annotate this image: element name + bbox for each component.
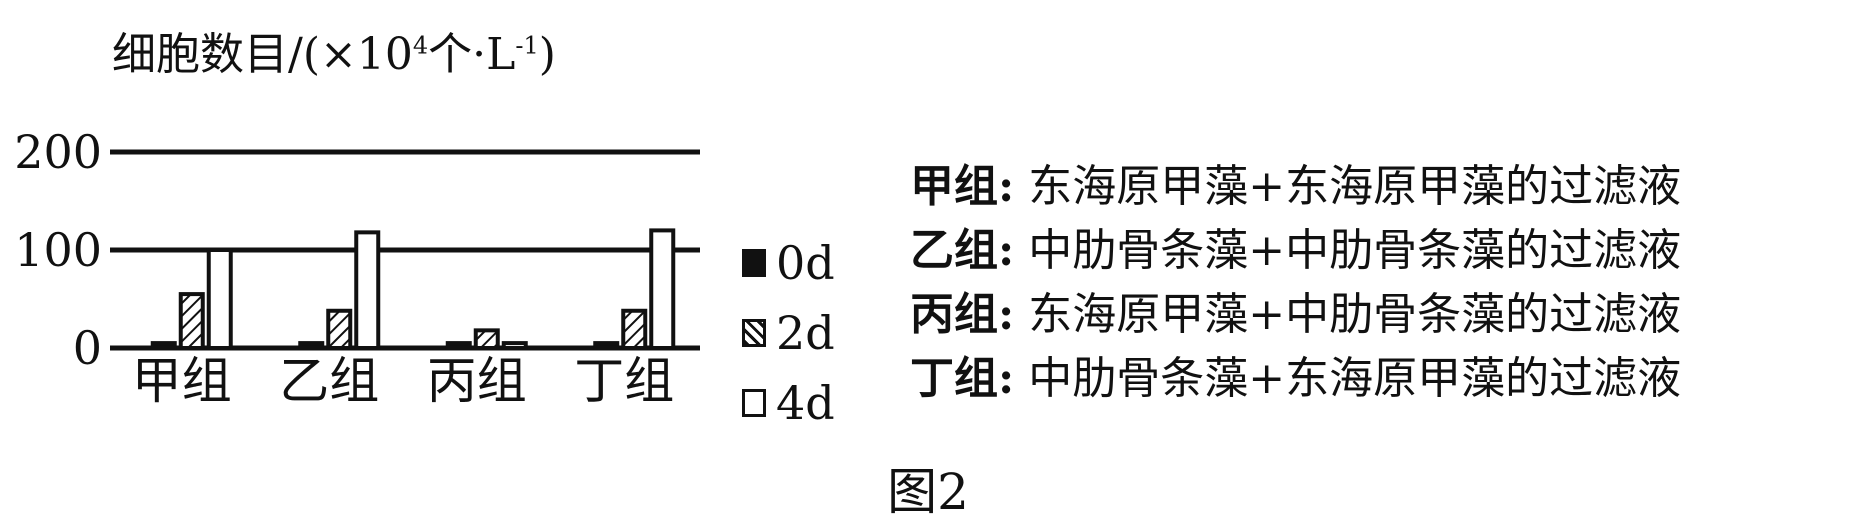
y-axis-label: 细胞数目/(×104个·L-1)	[112, 18, 556, 82]
y-tick-labels: 0 100 200	[14, 125, 102, 375]
y-axis-label-unit-exponent: -1	[515, 31, 539, 60]
group-name: 乙组	[910, 225, 998, 276]
legend-swatch-hatched-icon	[742, 319, 766, 347]
legend-item-0d: 0d	[742, 228, 835, 298]
group-description-yi: 乙组: 中肋骨条藻+中肋骨条藻的过滤液	[910, 219, 1681, 283]
bar-2d-2	[473, 328, 500, 350]
bar-chart: 0 100 200 甲组乙组丙组丁组	[14, 125, 700, 410]
bars	[150, 228, 676, 351]
bar-0d-2	[445, 341, 472, 351]
y-tick-label: 0	[73, 321, 102, 375]
bar-4d-2	[501, 341, 528, 351]
category-label: 乙组	[279, 352, 379, 410]
category-label: 甲组	[132, 352, 232, 410]
y-axis-label-text: 细胞数目/(×10	[112, 29, 413, 80]
legend-swatch-solid-icon	[742, 249, 766, 277]
bar-4d-0	[206, 248, 233, 350]
group-text: 中肋骨条藻+东海原甲藻的过滤液	[1028, 353, 1682, 404]
legend-label-0d: 0d	[776, 236, 835, 290]
y-axis-label-close: )	[538, 29, 556, 80]
y-tick-label: 200	[14, 125, 102, 179]
y-axis-label-exponent: 4	[412, 31, 429, 60]
group-colon: :	[998, 161, 1015, 212]
group-description-ding: 丁组: 中肋骨条藻+东海原甲藻的过滤液	[910, 347, 1681, 411]
legend-label-2d: 2d	[776, 306, 835, 360]
group-text: 东海原甲藻+中肋骨条藻的过滤液	[1028, 289, 1682, 340]
group-name: 甲组	[910, 161, 998, 212]
legend-label-4d: 4d	[776, 376, 835, 430]
group-colon: :	[998, 353, 1015, 404]
category-label: 丙组	[427, 352, 527, 410]
bar-2d-1	[326, 308, 353, 351]
bar-2d-3	[621, 308, 648, 351]
figure-caption: 图2	[887, 463, 969, 521]
category-labels: 甲组乙组丙组丁组	[132, 352, 675, 410]
group-text: 中肋骨条藻+中肋骨条藻的过滤液	[1028, 225, 1682, 276]
y-tick-label: 100	[14, 223, 102, 277]
bar-0d-1	[298, 341, 325, 351]
category-label: 丁组	[574, 352, 674, 410]
legend-item-4d: 4d	[742, 368, 835, 438]
group-colon: :	[998, 225, 1015, 276]
group-name: 丙组	[910, 289, 998, 340]
group-text: 东海原甲藻+东海原甲藻的过滤液	[1028, 161, 1682, 212]
bar-4d-3	[649, 228, 676, 350]
legend-swatch-empty-icon	[742, 389, 766, 417]
y-axis-label-unit: 个·L	[428, 29, 516, 80]
group-descriptions: 甲组: 东海原甲藻+东海原甲藻的过滤液 乙组: 中肋骨条藻+中肋骨条藻的过滤液 …	[910, 155, 1681, 411]
group-colon: :	[998, 289, 1015, 340]
legend-item-2d: 2d	[742, 298, 835, 368]
group-name: 丁组	[910, 353, 998, 404]
bar-4d-1	[354, 230, 381, 350]
bar-0d-3	[593, 341, 620, 351]
bar-0d-0	[150, 341, 177, 351]
group-description-bing: 丙组: 东海原甲藻+中肋骨条藻的过滤液	[910, 283, 1681, 347]
bar-2d-0	[178, 292, 205, 351]
legend: 0d 2d 4d	[742, 228, 835, 438]
group-description-jia: 甲组: 东海原甲藻+东海原甲藻的过滤液	[910, 155, 1681, 219]
